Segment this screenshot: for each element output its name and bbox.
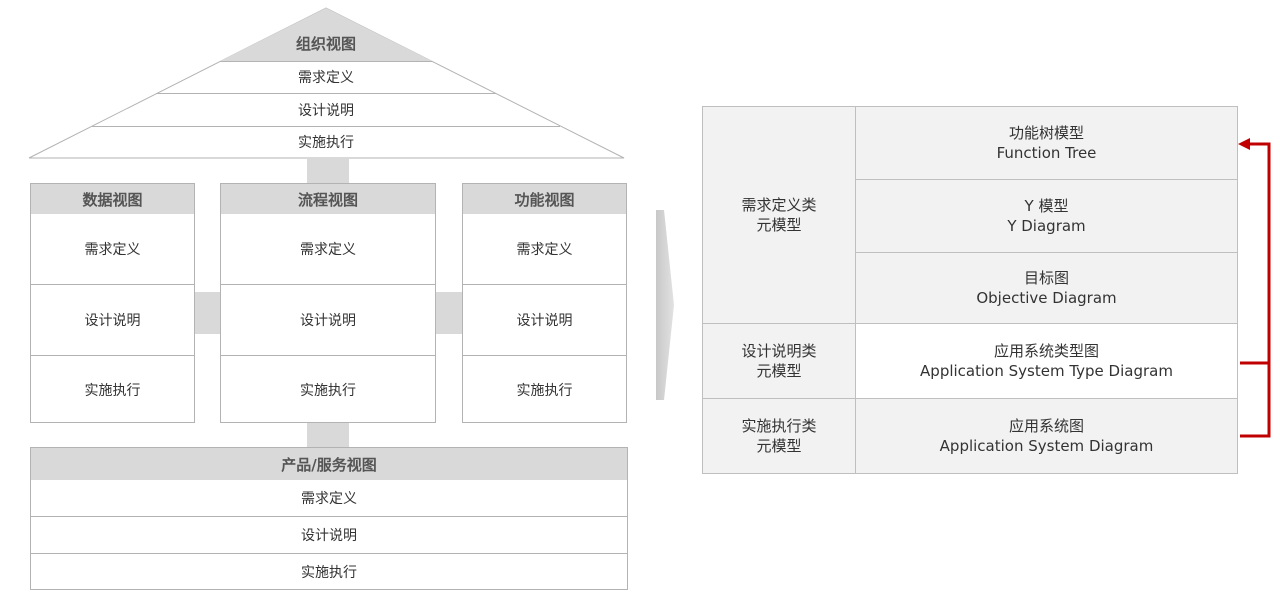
data-view-row-design: 设计说明: [31, 285, 194, 356]
product-view-block: 产品/服务视图 需求定义 设计说明 实施执行: [30, 447, 628, 590]
connector-process-product: [307, 423, 349, 447]
group-implementation-label: 实施执行类 元模型: [702, 398, 856, 474]
data-view-title: 数据视图: [31, 184, 194, 214]
process-view-row-requirement: 需求定义: [221, 214, 435, 285]
process-view-column: 流程视图 需求定义 设计说明 实施执行: [220, 183, 436, 423]
connector-roof-process: [307, 159, 349, 183]
roof-triangle: [28, 7, 625, 159]
chevron-right-icon: [656, 210, 674, 400]
function-view-title: 功能视图: [463, 184, 626, 214]
data-view-row-requirement: 需求定义: [31, 214, 194, 285]
connector-data-process: [195, 292, 220, 334]
function-view-column: 功能视图 需求定义 设计说明 实施执行: [462, 183, 627, 423]
product-view-row-design: 设计说明: [31, 517, 627, 554]
connector-process-function: [436, 292, 462, 334]
model-application-system-diagram: 应用系统图 Application System Diagram: [855, 398, 1238, 474]
model-objective-diagram: 目标图 Objective Diagram: [855, 252, 1238, 324]
roof-row-requirement: 需求定义: [298, 70, 354, 86]
product-view-title: 产品/服务视图: [31, 448, 627, 480]
function-view-row-requirement: 需求定义: [463, 214, 626, 285]
model-y-diagram: Y 模型 Y Diagram: [855, 179, 1238, 253]
product-view-row-requirement: 需求定义: [31, 480, 627, 517]
group-requirement-label: 需求定义类 元模型: [702, 106, 856, 324]
data-view-row-implementation: 实施执行: [84, 382, 141, 399]
process-view-title: 流程视图: [221, 184, 435, 214]
roof-row-design: 设计说明: [298, 103, 354, 119]
product-view-row-implementation: 实施执行: [301, 565, 357, 581]
function-view-row-design: 设计说明: [463, 285, 626, 356]
function-view-row-implementation: 实施执行: [516, 382, 573, 399]
feedback-arrow-icon: [1238, 138, 1271, 438]
roof-title: 组织视图: [295, 34, 356, 53]
model-application-system-type-diagram: 应用系统类型图 Application System Type Diagram: [855, 323, 1238, 399]
group-design-label: 设计说明类 元模型: [702, 323, 856, 399]
data-view-column: 数据视图 需求定义 设计说明 实施执行: [30, 183, 195, 423]
roof-row-implementation: 实施执行: [298, 135, 354, 151]
process-view-row-implementation: 实施执行: [300, 382, 356, 399]
model-function-tree: 功能树模型 Function Tree: [855, 106, 1238, 180]
process-view-row-design: 设计说明: [221, 285, 435, 356]
